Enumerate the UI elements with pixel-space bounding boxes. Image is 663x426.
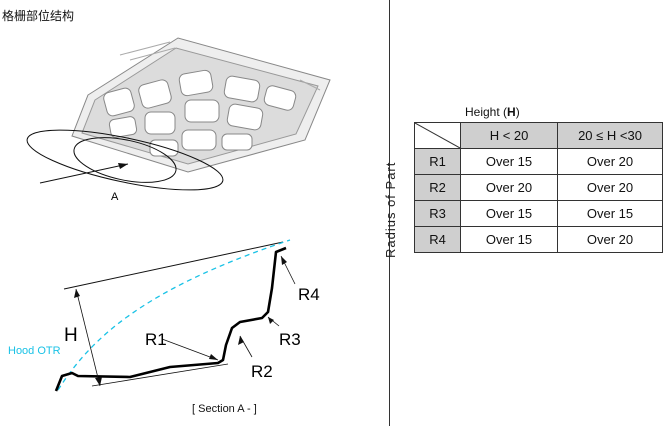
height-label: H [64,325,78,346]
radius-spec-table: H < 20 20 ≤ H <30 R1 Over 15 Over 20 R2 … [414,122,663,253]
height-header: Height (H) [465,105,520,119]
view-a-label: A [111,191,119,203]
view-a-arrow [39,163,129,184]
table-cell: Over 20 [557,226,663,253]
height-arrow-bottom [95,377,102,386]
table-cell: Over 15 [459,200,559,227]
r2-arrowhead [238,336,244,345]
column-header: H < 20 [459,122,559,149]
radius-label-r4: R4 [298,285,320,304]
base-line [91,363,229,387]
corner-diagonal [415,123,460,148]
height-header-symbol: H [507,105,516,119]
table-cell: Over 20 [557,148,663,175]
hood-drawing [71,37,331,173]
page-title: 格栅部位结构 [2,9,75,23]
view-a-arrowhead [118,163,128,169]
grille-area-ellipse [26,129,224,191]
radius-label-r1: R1 [145,330,167,349]
table-corner-cell [414,122,461,149]
table-cell: Over 20 [557,174,663,201]
reference-line [63,241,284,290]
table-row: R1 Over 15 Over 20 [414,148,663,175]
table-row: R3 Over 15 Over 15 [414,200,663,227]
r1-leader [161,338,219,361]
table-row: R4 Over 15 Over 20 [414,226,663,253]
table-row: R2 Over 20 Over 20 [414,174,663,201]
section-caption: [ Section A - ] [192,403,257,415]
row-header: R4 [414,226,461,253]
table-cell: Over 15 [459,226,559,253]
panel-divider [389,0,390,426]
r1-arrowhead [209,354,218,360]
height-dimension-line [75,288,101,387]
height-header-suffix: ) [515,105,520,119]
radius-label-r2: R2 [251,362,273,381]
radius-label-r3: R3 [279,330,301,349]
section-profile [54,246,287,392]
table-cell: Over 15 [557,200,663,227]
height-header-prefix: Height ( [465,105,508,119]
section-drawing [54,239,296,392]
radius-side-label: Radius of Part [383,161,398,258]
hood-otr-label: Hood OTR [8,345,61,357]
column-header: 20 ≤ H <30 [557,122,663,149]
hood-otr-curve [57,239,291,391]
grille-structure-diagram: A H R1 R2 R3 R4 [26,37,331,392]
height-arrow-top [74,289,80,298]
r4-arrowhead [281,256,287,265]
row-header: R2 [414,174,461,201]
table-cell: Over 15 [459,148,559,175]
grille-highlight-ellipse [73,137,177,183]
row-header: R3 [414,200,461,227]
r3-arrowhead [268,317,274,324]
table-cell: Over 20 [459,174,559,201]
row-header: R1 [414,148,461,175]
table-header-row: H < 20 20 ≤ H <30 [414,122,663,149]
